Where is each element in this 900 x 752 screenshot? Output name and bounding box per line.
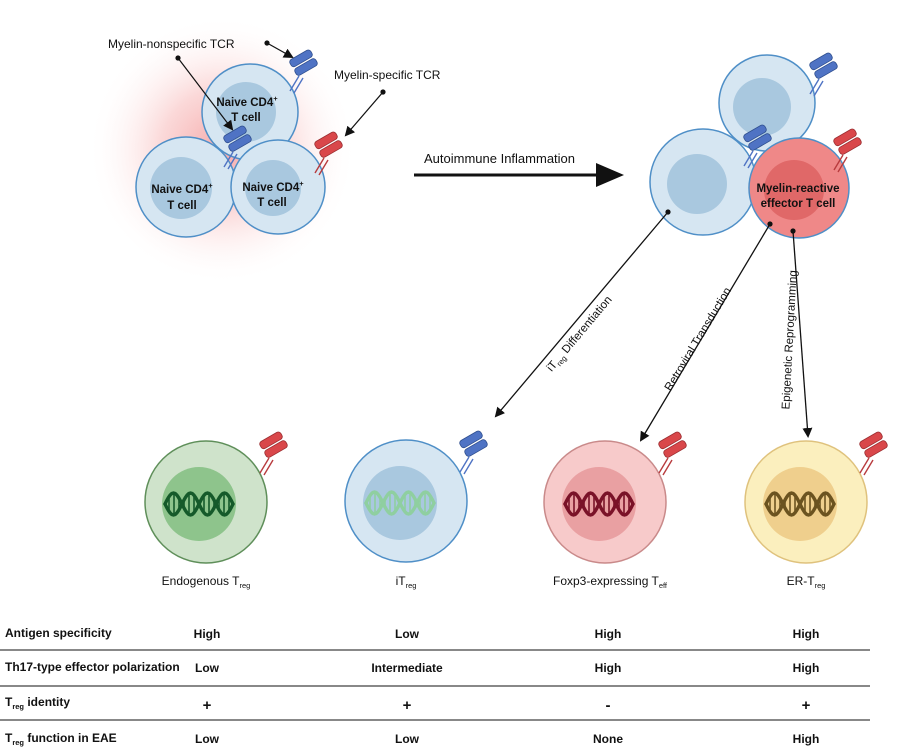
- tcr-nonspecific-icon: [457, 429, 490, 475]
- dna-strand: [764, 491, 836, 517]
- naive-label-left: Naive CD4+: [151, 181, 213, 196]
- dna-strand: [163, 491, 235, 517]
- pointer-nonspecific-lower: [175, 55, 234, 131]
- label-autoimmune-inflammation: Autoimmune Inflammation: [424, 151, 575, 166]
- row-header-treg-function: Treg function in EAE: [5, 731, 117, 747]
- dna-icon: [163, 491, 235, 517]
- table-cell: +: [203, 697, 212, 714]
- tcr-nonspecific-icon: [807, 51, 840, 97]
- effector-label-2: effector T cell: [761, 198, 836, 210]
- tcr-specific-icon: [857, 430, 890, 476]
- arrow-epigenetic-reprogramming: [790, 228, 813, 438]
- pointer-nonspecific-upper: [264, 40, 294, 58]
- tcr-specific-icon: [831, 127, 864, 173]
- dna-strand: [563, 491, 635, 517]
- label-nonspecific-tcr: Myelin-nonspecific TCR: [108, 37, 235, 51]
- table-cell: Low: [395, 732, 420, 746]
- table-cell: Low: [195, 732, 220, 746]
- label-retroviral-transduction: Retroviral Transduction: [663, 286, 734, 394]
- cell-name-er-treg: ER-Treg: [787, 574, 826, 590]
- table-cell: High: [595, 661, 622, 675]
- dna-icon: [764, 491, 836, 517]
- label-specific-tcr: Myelin-specific TCR: [334, 68, 441, 82]
- dna-strand: [364, 490, 436, 516]
- naive-label-right-2: T cell: [257, 197, 286, 209]
- tcr-specific-icon: [656, 430, 689, 476]
- activated-naive-left: [649, 128, 757, 236]
- row-header-treg-identity: Treg identity: [5, 695, 70, 711]
- comparison-table: Antigen specificity Th17-type effector p…: [0, 626, 870, 747]
- naive-label-left-2: T cell: [167, 200, 196, 212]
- inflammation-arrowhead: [596, 163, 624, 187]
- table-cell: High: [793, 627, 820, 641]
- table-cell: +: [802, 697, 811, 714]
- label-epigenetic-reprogramming: Epigenetic Reprogramming: [780, 270, 799, 410]
- table-cell: High: [194, 627, 221, 641]
- activated-naive-top: [718, 54, 816, 152]
- table-cell: High: [793, 661, 820, 675]
- arrow-retroviral-transduction: [639, 221, 773, 442]
- itreg-cell: [344, 439, 468, 563]
- effector-label-1: Myelin-reactive: [756, 183, 839, 195]
- arrow-itreg-differentiation: [494, 209, 671, 418]
- table-cell: +: [403, 697, 412, 714]
- table-cell: None: [593, 732, 623, 746]
- cell-name-itreg: iTreg: [396, 574, 417, 590]
- naive-label-top: Naive CD4+: [216, 94, 278, 109]
- naive-cell-left: [135, 136, 237, 238]
- endogenous-treg-cell: [144, 440, 268, 564]
- cell-name-endogenous-treg: Endogenous Treg: [162, 574, 251, 590]
- dna-icon: [563, 491, 635, 517]
- table-cell: -: [606, 697, 611, 714]
- label-itreg-differentiation: iTreg Differentiation: [545, 294, 616, 375]
- pointer-specific: [344, 89, 386, 137]
- foxp3-teff-cell: [543, 440, 667, 564]
- table-cell: Low: [395, 627, 420, 641]
- cell-name-foxp3-teff: Foxp3-expressing Teff: [553, 574, 668, 590]
- tcr-specific-icon: [257, 430, 290, 476]
- row-header-th17-polarization: Th17-type effector polarization: [5, 660, 180, 674]
- table-cell: High: [595, 627, 622, 641]
- dna-icon: [364, 490, 436, 516]
- naive-label-top-2: T cell: [231, 112, 260, 124]
- table-cell: Low: [195, 661, 220, 675]
- naive-label-right: Naive CD4+: [242, 179, 304, 194]
- er-treg-cell: [744, 440, 868, 564]
- row-header-antigen-specificity: Antigen specificity: [5, 626, 112, 640]
- table-cell: High: [793, 732, 820, 746]
- naive-cell-right: [230, 139, 326, 235]
- table-cell: Intermediate: [371, 661, 443, 675]
